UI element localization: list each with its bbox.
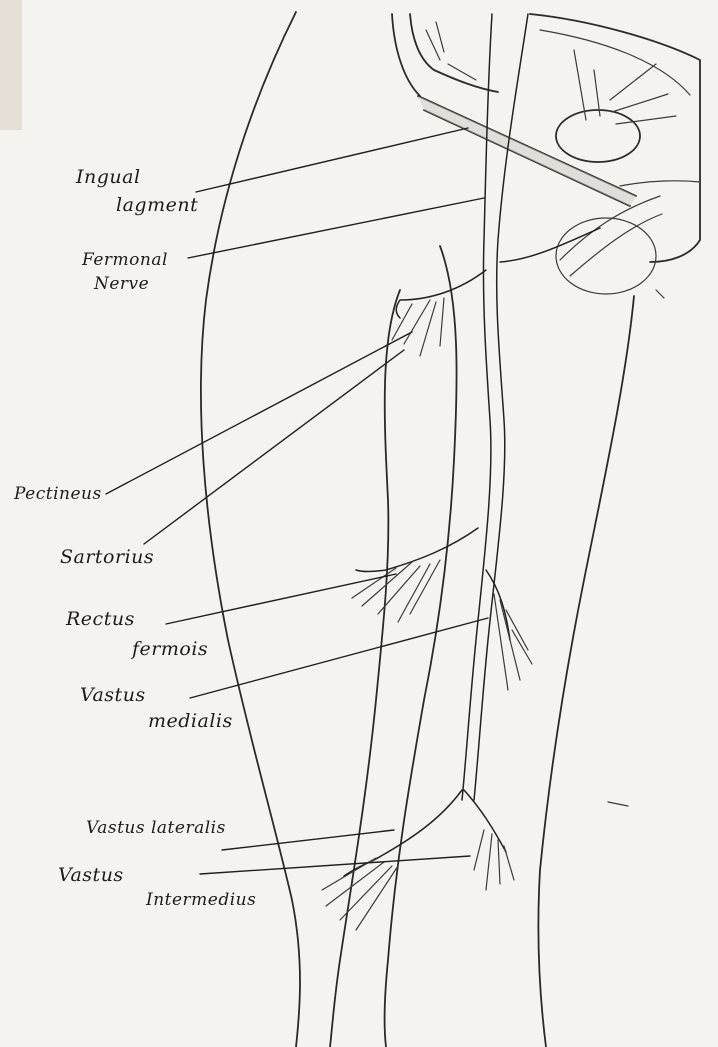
femoral-head-region [556,218,656,294]
inner-muscle-outline [385,246,457,1047]
branch-lower-medial-twigs [474,830,514,890]
leader-sartorius [144,350,404,544]
branch-rectus [356,528,478,572]
branch-upper [396,270,486,318]
groin-curve [540,30,690,95]
leader-vastus-medialis [190,618,488,698]
stray-mark [608,802,628,806]
branch-upper-twigs [392,298,444,356]
label-vastus-lateralis: Vastus lateralis [86,820,226,837]
label-vastus-medialis-line1: Vastus [80,686,146,705]
iliac-structure [392,14,498,96]
leader-pectineus [106,332,412,494]
leader-vastus-intermedius [200,856,470,874]
leader-femoral [188,198,484,258]
label-vastus-medialis-line2: medialis [148,712,233,731]
branch-lower-lateral-twigs [322,858,398,930]
paper-edge-shadow [0,0,22,130]
label-rectus-line1: Rectus [66,610,135,629]
label-pectineus: Pectineus [14,486,102,503]
femoral-vessels [560,196,662,276]
branch-rectus-twigs [352,560,440,622]
leader-vastus-lateralis [222,830,394,850]
label-rectus-line2: fermois [132,640,208,659]
iliac-muscle-fibers [426,22,476,80]
stray-mark-2 [656,290,664,298]
branch-lower-medial [464,790,506,852]
leader-rectus [166,574,396,624]
branch-to-medial [500,228,600,262]
label-inguinal-line2: lagment [116,196,198,215]
label-vastus-intermedius-line2: Intermedius [146,892,256,909]
label-inguinal-line1: Ingual [76,168,141,187]
ligament-shading [418,96,636,206]
branch-vm-twigs [494,594,532,690]
label-sartorius: Sartorius [60,548,154,567]
label-femoral-line1: Fermonal [82,252,168,269]
label-femoral-line2: Nerve [94,276,149,293]
pubic-fold [620,181,700,186]
pubic-fibers [574,50,676,124]
thigh-outline-medial [538,296,634,1047]
label-vastus-intermedius-line1: Vastus [58,866,124,885]
pubic-mass [556,110,640,162]
